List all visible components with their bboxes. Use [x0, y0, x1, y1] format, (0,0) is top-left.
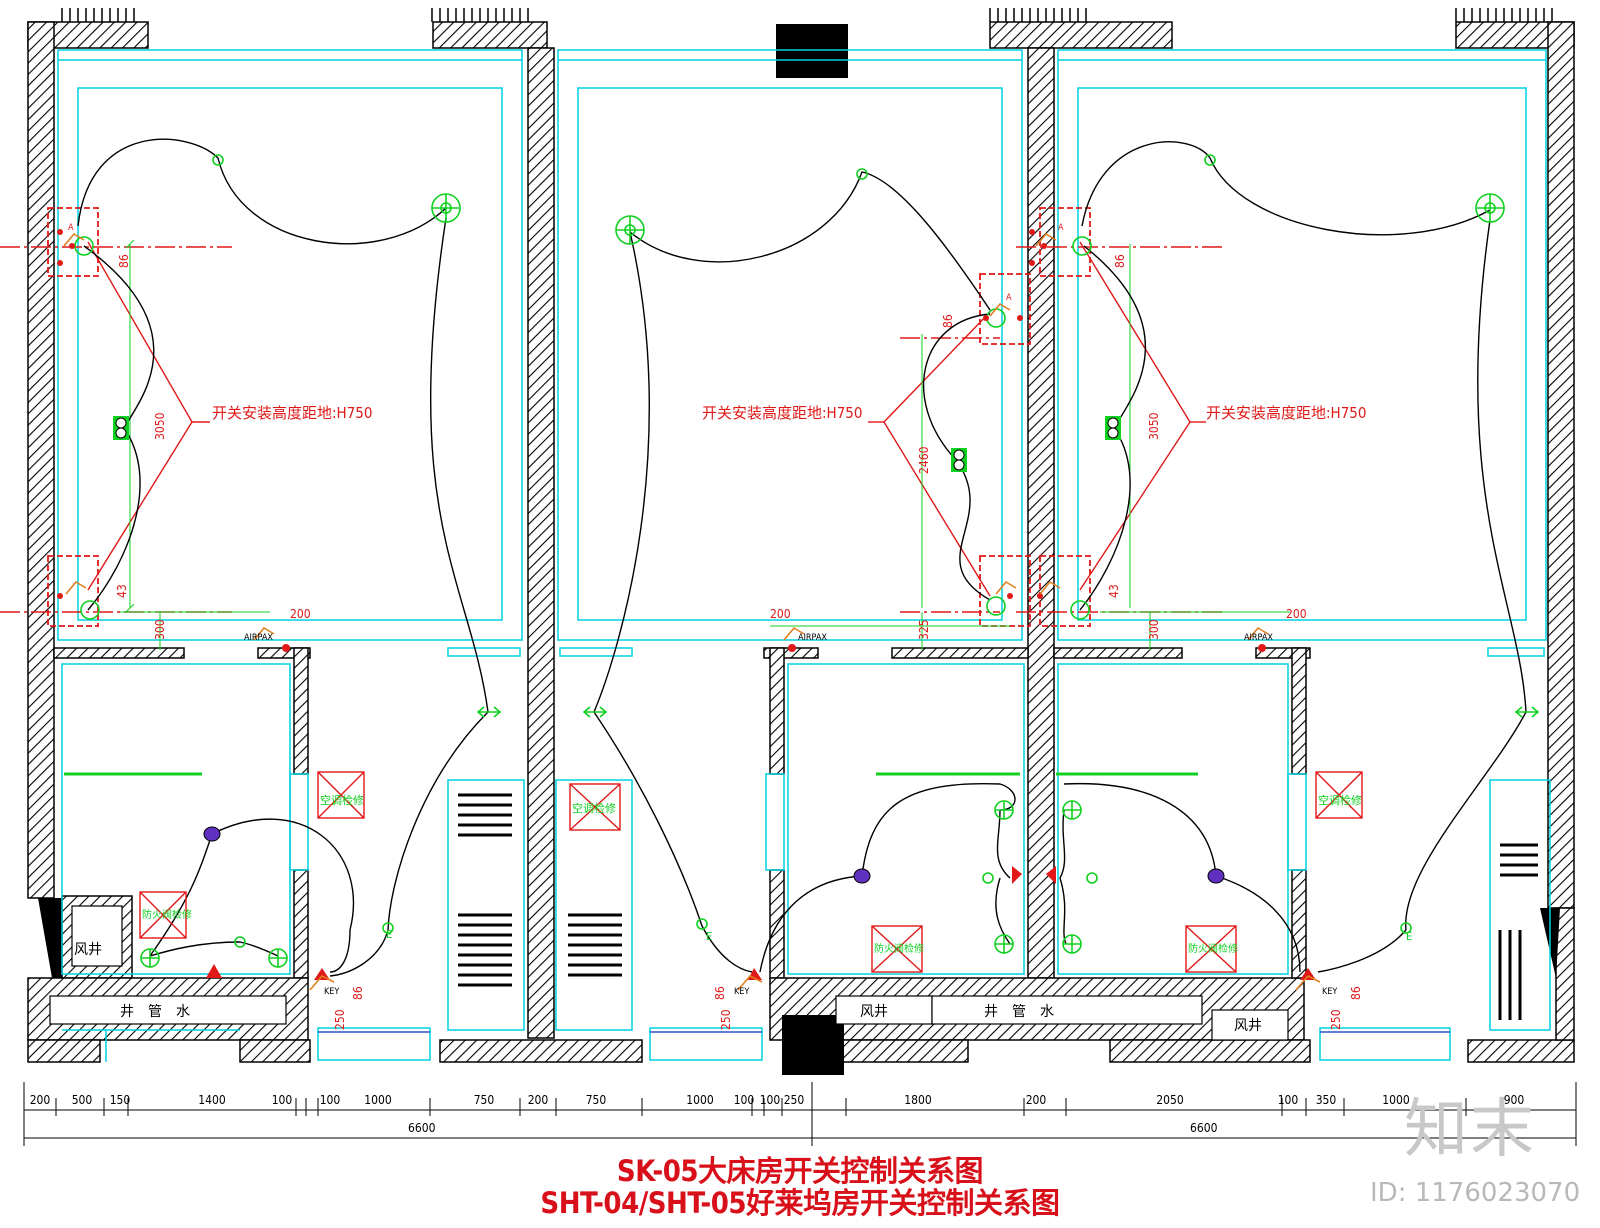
dim-ticks: [23, 1098, 1577, 1116]
dim-300-a: 300: [153, 619, 167, 640]
bottom-dim-value: 1000: [364, 1093, 392, 1107]
bottom-dim-value: 150: [110, 1093, 131, 1107]
light-fixtures: [74, 154, 1540, 968]
total-dimensions: 6600 6600: [408, 1121, 1218, 1135]
bottom-dim-value: 750: [586, 1093, 607, 1107]
ac-access-label-mid: 空调检修: [572, 801, 616, 815]
bottom-dim-value: 750: [474, 1093, 495, 1107]
fire-damper-label-right: 防火阀检修: [1188, 942, 1238, 955]
bottom-dim-lines: [23, 1082, 1577, 1146]
dim-86-e: 86: [713, 986, 727, 1000]
wardrobe-rails: [458, 793, 1538, 1020]
dim-200-a: 200: [290, 607, 311, 621]
bottom-dim-value: 1000: [686, 1093, 714, 1107]
top-wall-ticks: [61, 8, 1553, 22]
key-label-right: KEY: [1322, 987, 1337, 997]
ac-access-label-left: 空调检修: [320, 793, 364, 807]
wiring: [77, 138, 1527, 977]
dim-250-b: 250: [719, 1009, 733, 1030]
pipe-well-label-mid: 井 管 水: [984, 1004, 1054, 1020]
bottom-dim-value: 500: [72, 1093, 93, 1107]
dim-250-c: 250: [1329, 1009, 1343, 1030]
floor-plan: 开关安装高度距地:H750 开关安装高度距地:H750 开关安装高度距地:H75…: [0, 8, 1577, 1146]
access-panels: [139, 771, 1363, 973]
bottom-dim-value: 100: [320, 1093, 341, 1107]
dim-200-b: 200: [770, 607, 791, 621]
dim-lines: [120, 239, 1290, 650]
bottom-dim-value: 350: [1316, 1093, 1337, 1107]
bottom-dim-value: 100: [734, 1093, 755, 1107]
black-columns: [38, 24, 1560, 1075]
bottom-dim-value: 100: [272, 1093, 293, 1107]
key-label-mid: KEY: [734, 987, 749, 997]
e-mark-1: E: [386, 928, 392, 941]
bottom-dim-value: 1800: [904, 1093, 932, 1107]
plan-labels: 开关安装高度距地:H750 开关安装高度距地:H750 开关安装高度距地:H75…: [68, 223, 1412, 1034]
e-mark-3: E: [1406, 930, 1412, 943]
air-shaft-label-mid: 风井: [860, 1004, 888, 1020]
switch-height-note-right: 开关安装高度距地:H750: [1206, 404, 1366, 422]
dim-86-d: 86: [351, 986, 365, 1000]
switch-height-note-mid: 开关安装高度距地:H750: [702, 404, 862, 422]
bottom-dimensions: 200 500 150 1400 100 100 1000 750 200 750 1000 100 1…: [30, 1093, 1525, 1107]
bottom-dim-value: 100: [760, 1093, 781, 1107]
fire-damper-label-left: 防火阀检修: [142, 908, 192, 921]
dim-86-c: 86: [1113, 254, 1127, 268]
bottom-dim-value: 200: [1026, 1093, 1047, 1107]
total-dim-left: 6600: [408, 1121, 436, 1135]
airpax-label-mid: AIRPAX: [798, 633, 827, 643]
bottom-dim-value: 100: [1278, 1093, 1299, 1107]
switch-glyphs: [63, 232, 1321, 991]
shaft-boxes: [49, 905, 1289, 1041]
cyan-outlines: [57, 49, 1551, 1062]
air-shaft-label-right: 风井: [1234, 1018, 1262, 1034]
e-mark-2: E: [706, 930, 712, 943]
airpax-label-left: AIRPAX: [244, 633, 273, 643]
watermark-id: ID: 1176023070: [1370, 1178, 1581, 1208]
dim-2460: 2460: [917, 446, 931, 474]
bottom-dim-value: 1000: [1382, 1093, 1410, 1107]
dim-3050-c: 3050: [1147, 412, 1161, 440]
bottom-dim-value: 250: [784, 1093, 805, 1107]
a-mark-3: A: [1006, 293, 1012, 303]
dim-43-a: 43: [115, 584, 129, 598]
air-shaft-label-left: 风井: [74, 942, 102, 958]
dim-86-a: 86: [117, 254, 131, 268]
downlights: [203, 826, 1225, 884]
dim-86-f: 86: [1349, 986, 1363, 1000]
fire-damper-label-mid: 防火阀检修: [874, 942, 924, 955]
switch-height-note-left: 开关安装高度距地:H750: [212, 404, 372, 422]
bottom-dim-value: 900: [1504, 1093, 1525, 1107]
dim-200-c: 200: [1286, 607, 1307, 621]
bottom-dim-value: 2050: [1156, 1093, 1184, 1107]
dim-3050-a: 3050: [153, 412, 167, 440]
dim-300-c: 300: [1147, 619, 1161, 640]
watermark-brand: 知末: [1404, 1093, 1536, 1167]
airpax-label-right: AIRPAX: [1244, 633, 1273, 643]
a-mark-2: A: [1058, 223, 1064, 233]
ac-access-label-right: 空调检修: [1318, 793, 1362, 807]
pipe-well-label-left: 井 管 水: [120, 1004, 190, 1020]
dim-43-c: 43: [1107, 584, 1121, 598]
switch-boxes: [47, 207, 1091, 627]
a-mark-1: A: [68, 223, 74, 233]
key-label-left: KEY: [324, 987, 339, 997]
bottom-dim-value: 200: [528, 1093, 549, 1107]
dim-86-b: 86: [941, 314, 955, 328]
walls: [27, 21, 1575, 1063]
total-dim-right: 6600: [1190, 1121, 1218, 1135]
bottom-dim-value: 200: [30, 1093, 51, 1107]
dim-325: 325: [917, 619, 931, 640]
diagram-title-line-1: SK-05大床房开关控制关系图: [616, 1154, 984, 1188]
bottom-dim-value: 1400: [198, 1093, 226, 1107]
red-devices: [57, 229, 1316, 980]
diagram-title-line-2: SHT-04/SHT-05好莱坞房开关控制关系图: [540, 1186, 1060, 1220]
dim-250-a: 250: [333, 1009, 347, 1030]
bedside-panels: [113, 416, 1121, 472]
